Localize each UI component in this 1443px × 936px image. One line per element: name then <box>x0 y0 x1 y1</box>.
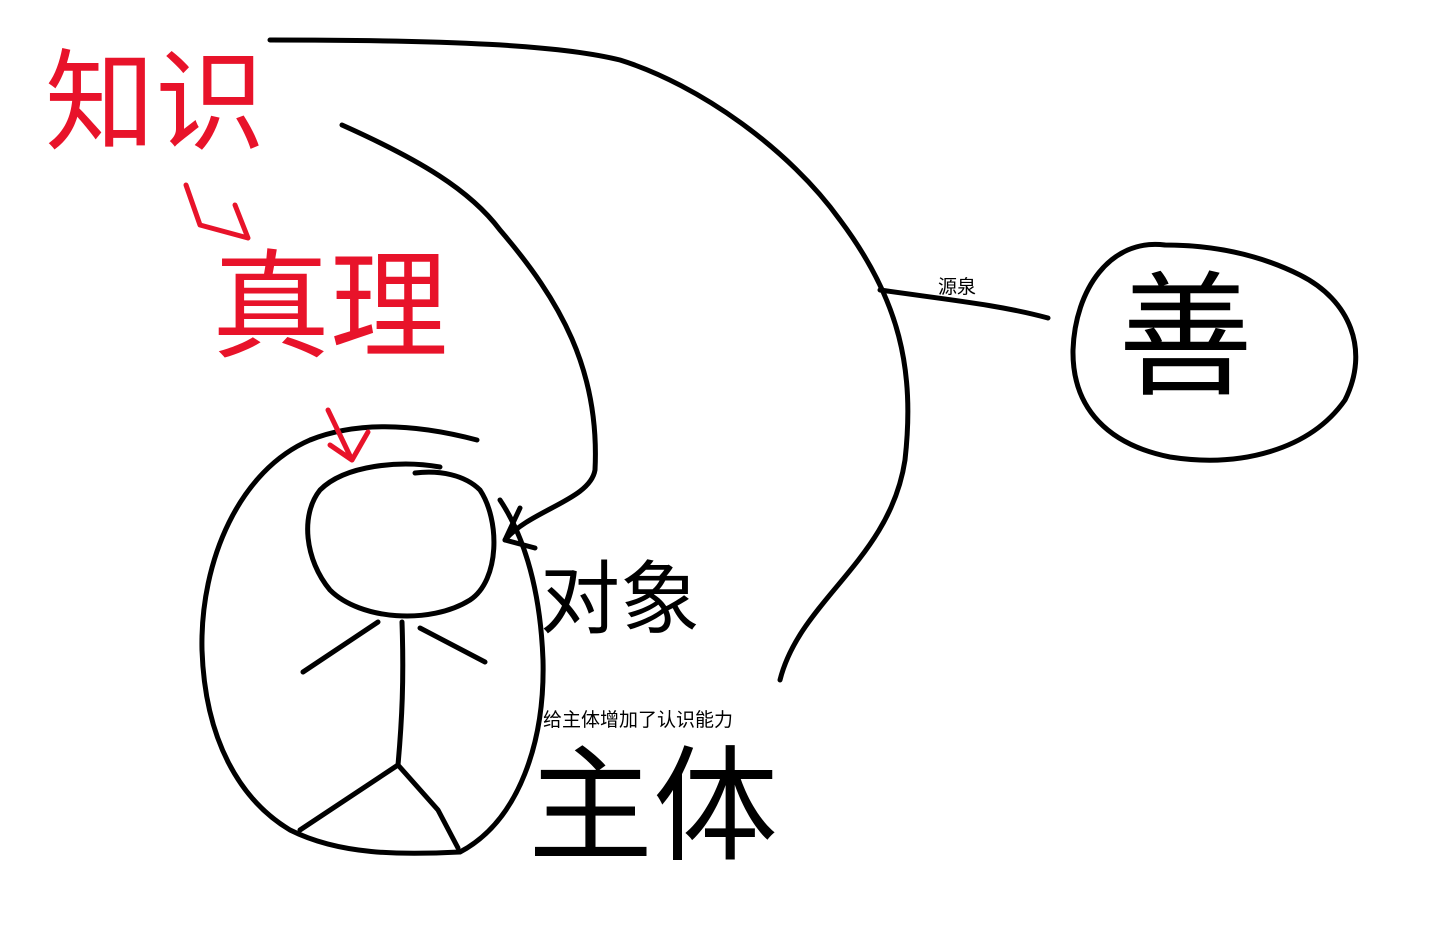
subject-handwriting: 主体 <box>528 735 778 880</box>
object-handwriting: 对象 <box>540 553 700 646</box>
truth-handwriting: 真理 <box>212 238 449 376</box>
subject-ability-label: 给主体增加了认识能力 <box>543 709 734 731</box>
arrow-truth-to-object <box>325 407 371 463</box>
arrow-knowledge-to-truth <box>183 182 251 241</box>
stick-figure-left-leg <box>297 762 401 833</box>
outer-arc <box>267 37 911 683</box>
good-circle <box>1070 241 1359 463</box>
knowledge-handwriting: 知识 <box>45 39 265 167</box>
stick-figure-head <box>305 461 497 619</box>
stick-figure-right-arm <box>417 625 488 665</box>
good-handwriting: 善 <box>1118 259 1253 416</box>
stick-figure-right-leg <box>395 762 461 851</box>
stick-figure-body <box>395 619 406 768</box>
stick-figure-left-arm <box>300 619 381 675</box>
inner-arc <box>339 122 598 543</box>
subject-enclosure <box>199 424 546 856</box>
source-connector-line <box>877 287 1051 321</box>
source-label: 源泉 <box>938 276 977 298</box>
